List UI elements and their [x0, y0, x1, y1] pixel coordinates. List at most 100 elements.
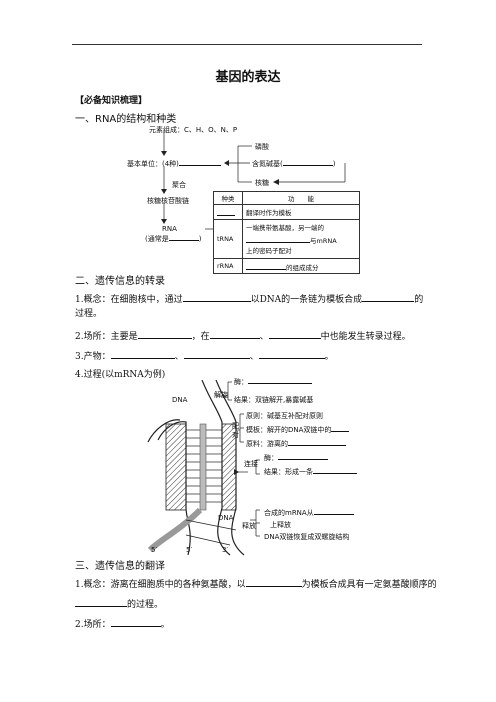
label-5prime-a: 5′ [151, 546, 158, 554]
s3-c1a: 1.概念：游离在细胞质中的各种氨基酸，以 [75, 580, 246, 590]
mrna-blank [217, 206, 235, 216]
template-blank [331, 425, 350, 432]
phosphate-text: 磷酸 [255, 143, 269, 151]
table-r2-fn: 一端携带氨基酸，另一端的 与mRNA 上的密码子配对 [242, 219, 360, 259]
base-close: ) [332, 160, 336, 168]
blank-prod3 [258, 349, 325, 359]
rna-types-table: 种类 功 能 翻译时作为模板 tRNA 一端携带氨基酸，另一端的 与mRNA 上… [213, 191, 360, 274]
unwind-label: 解旋 [214, 391, 228, 399]
table-head-type: 种类 [213, 191, 243, 205]
rna-paren-close: ) [198, 235, 202, 243]
release-line1: 合成的mRNA从 [264, 508, 354, 518]
basic-unit-line: 基本单位：(4种) [127, 159, 221, 169]
p2a: 2.场所：主要是 [75, 332, 138, 342]
connect-result: 结果：形成一条 [264, 467, 357, 477]
table-r1-fn: 翻译时作为模板 [242, 204, 360, 220]
rna-text: RNA [162, 225, 177, 233]
basic-unit-label: 基本单位：(4种) [127, 160, 179, 168]
connect-enzyme-blank [278, 453, 328, 460]
sugar-text: 核糖 [255, 179, 269, 187]
s3-c1c: 的过程。 [127, 600, 164, 610]
p2d: 中也能发生转录过程。 [320, 332, 411, 342]
polymerize-text: 聚合 [172, 181, 186, 189]
base-line: 含氮碱基() [252, 159, 335, 169]
pairing-template: 模板：解开的DNA双链中的 [246, 425, 350, 435]
sep1: 、 [174, 352, 184, 362]
rna-paren-blank [168, 234, 199, 241]
chain-text: 核糖核苷酸链 [147, 197, 189, 205]
s3-p2b: 。 [160, 620, 170, 630]
unwind-enzyme: 酶： [234, 377, 312, 387]
trna-fn-1: 一端携带氨基酸，另一端的 [246, 223, 324, 232]
rna-structure-arrows [161, 131, 346, 230]
unwind-enzyme-blank [248, 377, 312, 384]
s3-c1b: 为模板合成具有一定氨基酸顺序的 [301, 580, 437, 590]
release-blank [313, 508, 354, 515]
table-head-function: 功 能 [242, 191, 360, 205]
p3a: 3.产物： [75, 352, 111, 362]
sep2: 、 [249, 352, 259, 362]
end-mark: 。 [324, 352, 334, 362]
blank-ribosome [110, 617, 161, 627]
blank-enzyme [182, 292, 251, 302]
rrna-fn-text: 的组成成分 [286, 264, 319, 272]
base-label: 含氮碱基( [252, 160, 283, 168]
transcription-site-line: 2.场所：主要是，在、中也能发生转录过程。 [75, 329, 411, 343]
release-line2: 上释放 [270, 521, 291, 529]
connect-result-text: 结果：形成一条 [264, 468, 313, 476]
pairing-material: 原料：游离的 [246, 439, 346, 449]
blank-template [245, 577, 302, 587]
blank-site3 [268, 329, 321, 339]
pairing-material-text: 原料：游离的 [246, 440, 288, 448]
transcription-process-label: 4.过程(以mRNA为例) [75, 370, 166, 380]
c1a: 1.概念：在细胞核中，通过 [75, 295, 183, 305]
basic-unit-blank [178, 159, 221, 166]
heading-rna-structure: 一、RNA的结构和种类 [75, 114, 177, 125]
pairing-principle: 原则：碱基互补配对原则 [246, 412, 323, 420]
page-title: 基因的表达 [215, 70, 281, 85]
anticodon-blank [246, 233, 310, 243]
trna-fn-2: 与mRNA [310, 236, 337, 245]
pairing-template-text: 模板：解开的DNA双链中的 [246, 426, 332, 434]
dna-bottom-label: DNA [218, 514, 234, 522]
p2b: ，在 [191, 332, 210, 342]
table-r3-fn: 的组成成分 [242, 258, 360, 274]
heading-transcription: 二、遗传信息的转录 [75, 276, 165, 287]
label-5prime-b: 5′ [186, 546, 193, 554]
release-line1-text: 合成的mRNA从 [264, 509, 314, 517]
table-r3-type: rRNA [213, 258, 243, 274]
s3-p2a: 2.场所： [75, 620, 111, 630]
transcription-concept-line1: 1.概念：在细胞核中，通过 以DNA的一条链为模板合成 的 [75, 292, 423, 306]
pairing-label: 配对 [232, 422, 239, 439]
c1c: 的 [414, 295, 424, 305]
elements-text: 元素组成：C、H、O、N、P [149, 126, 238, 134]
translation-concept-line1: 1.概念：游离在细胞质中的各种氨基酸，以 为模板合成具有一定氨基酸顺序的 [75, 577, 437, 591]
transcription-diagram [147, 380, 260, 556]
material-blank [288, 439, 346, 446]
dna-top-label: DNA [172, 396, 188, 404]
rna-paren: (通常是 [145, 235, 169, 243]
header-rule [72, 44, 422, 45]
blank-site2 [209, 329, 260, 339]
heading-translation: 三、遗传信息的翻译 [75, 561, 165, 572]
connect-label: 连接 [244, 460, 258, 468]
blank-protein [75, 597, 127, 607]
c1b: 以DNA的一条链为模板合成 [250, 295, 363, 305]
release-label: 释放 [242, 522, 256, 530]
section-label: 【必备知识梳理】 [75, 96, 148, 106]
connect-enzyme: 酶： [264, 453, 328, 463]
label-3prime: 3′ [222, 546, 229, 554]
rna-paren-line: (通常是) [145, 234, 201, 244]
connect-result-blank [313, 467, 357, 474]
release-line3: DNA双链恢复成双螺旋结构 [264, 533, 350, 541]
translation-concept-line2: 的过程。 [75, 597, 163, 611]
blank-prod1 [110, 349, 175, 359]
transcription-product-line: 3.产物： 、 、 。 [75, 349, 334, 363]
rrna-blank [246, 260, 286, 270]
blank-site1 [137, 329, 192, 339]
unwind-result: 结果：双链解开,暴露碱基 [234, 396, 314, 404]
connect-enzyme-text: 酶： [264, 454, 278, 462]
table-r1-type [213, 204, 243, 220]
unwind-enzyme-text: 酶： [234, 378, 248, 386]
blank-prod2 [183, 349, 250, 359]
